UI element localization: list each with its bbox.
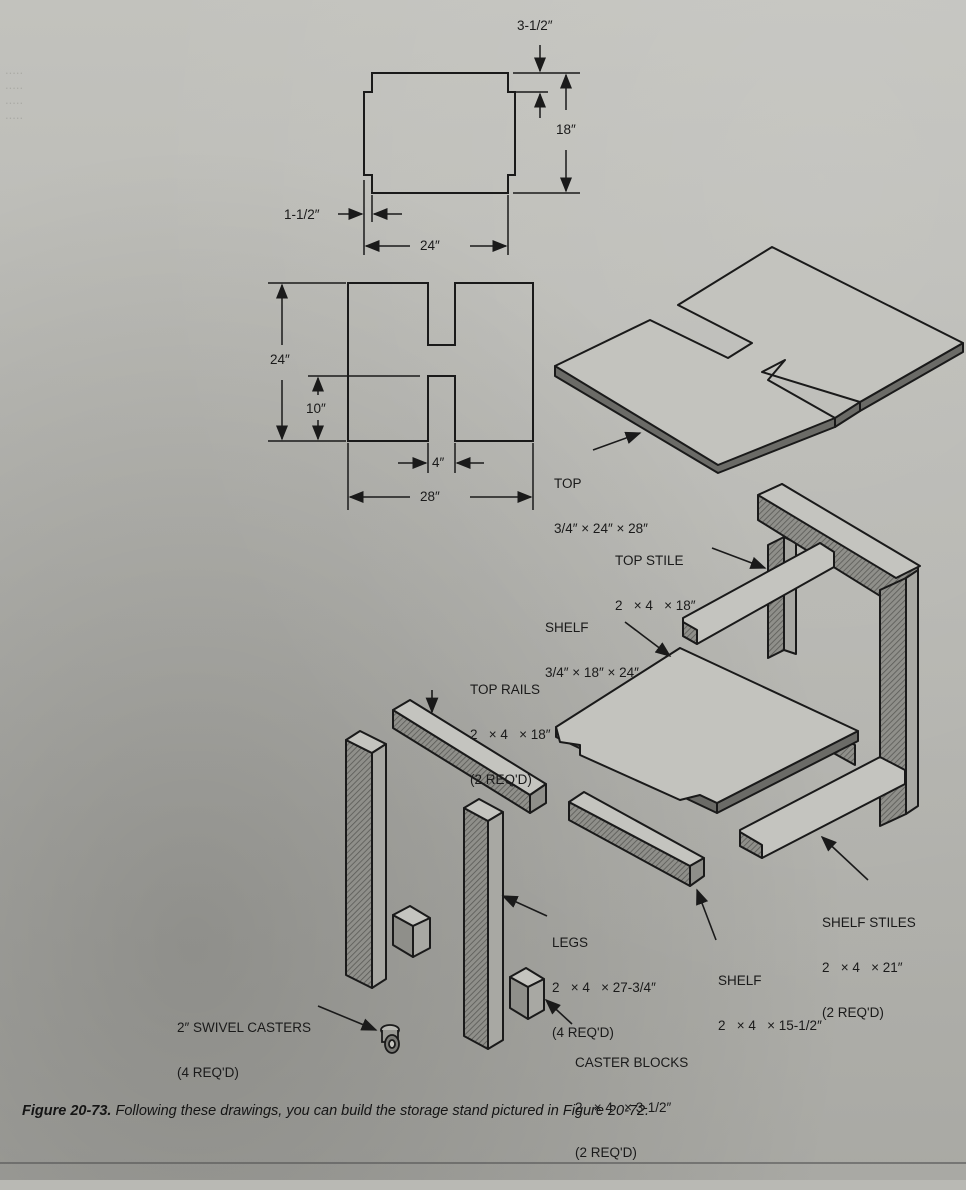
top-view-shelf-outline [363, 72, 516, 194]
storage-stand-drawing [268, 45, 964, 1054]
frame-iso [682, 483, 921, 859]
dim-notch-length: 10″ [306, 401, 326, 416]
label-shelf-rail-size: 2 × 4 × 15-1/2″ [718, 1018, 822, 1033]
dim-top-height: 18″ [556, 122, 576, 137]
label-caster-blocks-name: CASTER BLOCKS [575, 1055, 689, 1070]
leg-left-iso [345, 730, 387, 989]
dim-notch-depth: 3-1/2″ [517, 18, 553, 33]
label-shelf-stiles-name: SHELF STILES [822, 915, 916, 930]
label-casters-name: 2″ SWIVEL CASTERS [177, 1020, 312, 1035]
label-shelf-panel-size: 3/4″ × 18″ × 24″ [545, 665, 639, 680]
figure-number: Figure 20-73. [22, 1103, 112, 1119]
label-caster-blocks: CASTER BLOCKS 2 × 4 × 3-1/2″ (2 REQ'D) [575, 1025, 688, 1190]
figure-caption: Figure 20-73. Following these drawings, … [22, 1103, 952, 1119]
top-view-dimensions [338, 45, 580, 255]
label-shelf-rail-name: SHELF [718, 973, 762, 988]
label-caster-blocks-size: 2 × 4 × 3-1/2″ [575, 1100, 672, 1115]
top-rail-iso [392, 699, 547, 814]
label-top-stile-name: TOP STILE [615, 553, 684, 568]
leader-arrows [317, 431, 869, 1031]
label-legs-name: LEGS [552, 935, 589, 950]
top-panel-iso [554, 246, 964, 474]
label-top-stile: TOP STILE 2 × 4 × 18″ [615, 523, 696, 643]
label-shelf-stiles-qty: (2 REQ'D) [822, 1005, 884, 1020]
label-casters: 2″ SWIVEL CASTERS (4 REQ'D) [177, 990, 311, 1110]
caster-wheel-icon [380, 1024, 400, 1054]
dim-notched-height: 24″ [270, 352, 290, 367]
label-legs-size: 2 × 4 × 27-3/4″ [552, 980, 656, 995]
caster-block-1 [392, 905, 431, 958]
label-top: TOP 3/4″ × 24″ × 28″ [554, 446, 648, 566]
label-legs-qty: (4 REQ'D) [552, 1025, 614, 1040]
caster-block-2 [509, 967, 545, 1020]
label-top-stile-size: 2 × 4 × 18″ [615, 598, 696, 613]
dim-slot-width: 4″ [432, 455, 445, 470]
notched-top-dimensions [268, 282, 534, 510]
label-shelf-stiles-size: 2 × 4 × 21″ [822, 960, 903, 975]
label-caster-blocks-qty: (2 REQ'D) [575, 1145, 637, 1160]
label-shelf-rail: SHELF 2 × 4 × 15-1/2″ [718, 943, 822, 1063]
label-top-size: 3/4″ × 24″ × 28″ [554, 521, 648, 536]
dim-notch-width: 1-1/2″ [284, 207, 320, 222]
label-legs: LEGS 2 × 4 × 27-3/4″ (4 REQ'D) [552, 905, 656, 1070]
label-shelf-panel-name: SHELF [545, 620, 589, 635]
label-top-rails-name: TOP RAILS [470, 682, 541, 697]
notched-top-outline [347, 282, 534, 442]
dim-notched-width: 28″ [420, 489, 440, 504]
dim-top-width: 24″ [420, 238, 440, 253]
label-top-rails: TOP RAILS 2 × 4 × 18″ (2 REQ'D) [470, 652, 551, 817]
label-top-rails-qty: (2 REQ'D) [470, 772, 532, 787]
leg-right-iso [463, 798, 504, 1050]
label-top-name: TOP [554, 476, 582, 491]
shelf-panel-iso [555, 647, 859, 814]
label-shelf-panel: SHELF 3/4″ × 18″ × 24″ [545, 590, 639, 710]
label-shelf-stiles: SHELF STILES 2 × 4 × 21″ (2 REQ'D) [822, 885, 916, 1050]
shelf-rail-iso [568, 791, 705, 887]
label-casters-qty: (4 REQ'D) [177, 1065, 239, 1080]
figure-caption-text: Following these drawings, you can build … [115, 1103, 650, 1119]
label-top-rails-size: 2 × 4 × 18″ [470, 727, 551, 742]
page-rule-divider [0, 1162, 966, 1164]
background-text-block: ..... ..... ..... ..... [5, 62, 24, 122]
